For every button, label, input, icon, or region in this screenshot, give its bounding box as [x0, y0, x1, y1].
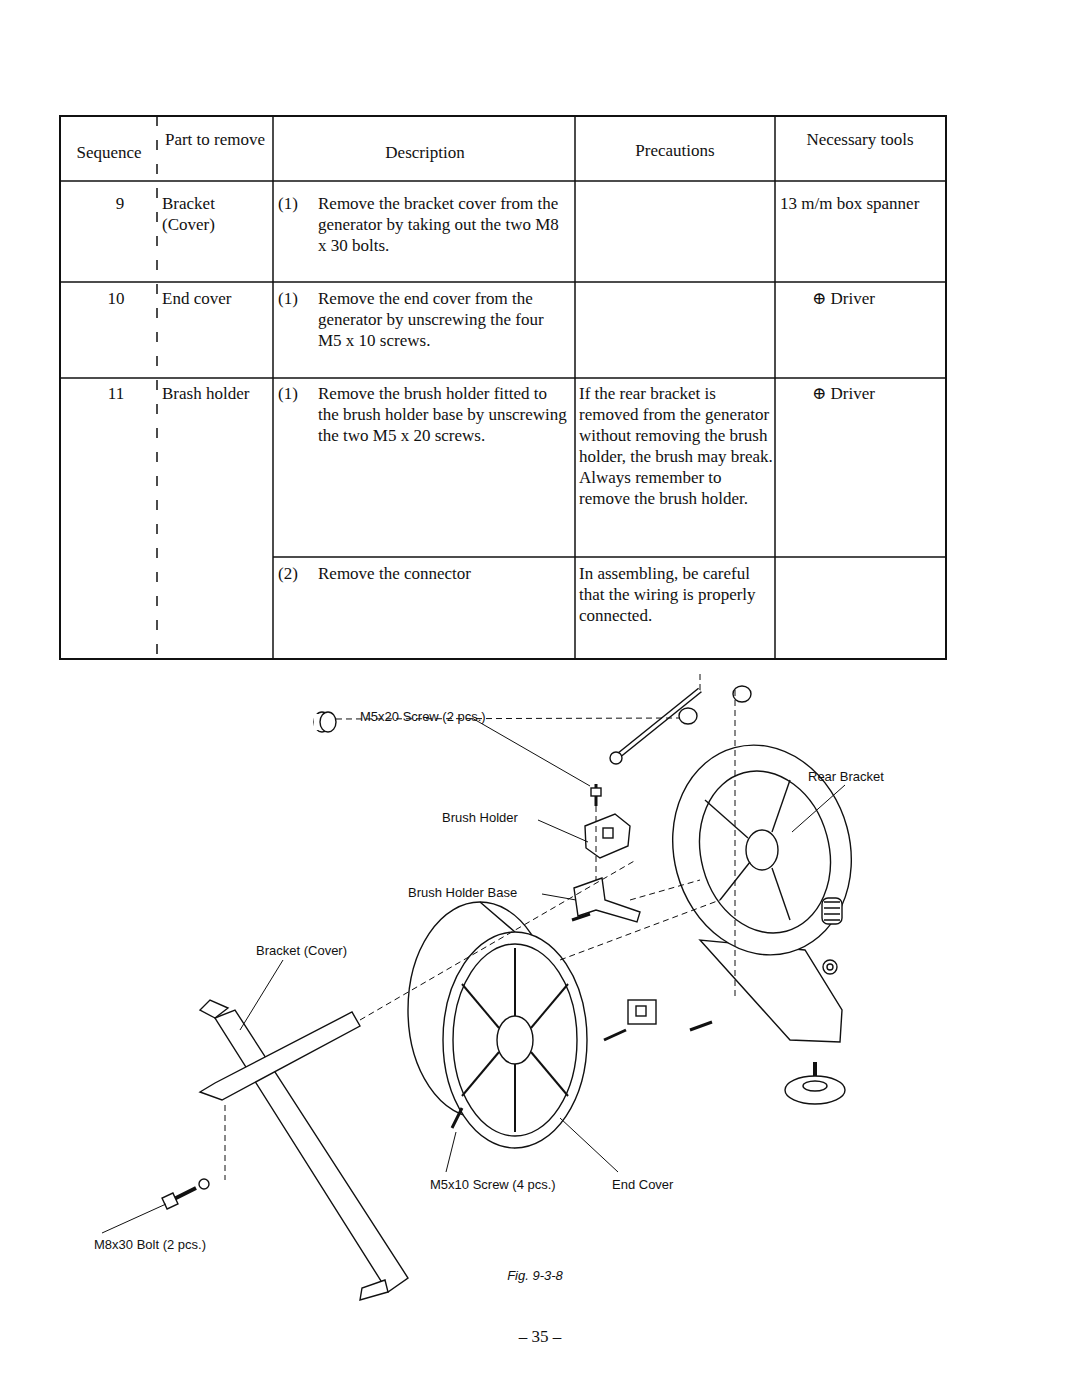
table-header: Part to remove	[162, 129, 268, 150]
part-label: M8x30 Bolt (2 pcs.)	[94, 1237, 206, 1253]
table-header: Necessary tools	[790, 129, 930, 150]
page-number: – 35 –	[500, 1326, 580, 1347]
sequence-number: 9	[100, 193, 140, 214]
step-number: (2)	[278, 563, 314, 584]
table-header: Description	[300, 142, 550, 163]
part-label: Bracket (Cover)	[256, 943, 347, 959]
part-label: Rear Bracket	[808, 769, 884, 785]
description-cell: Remove the brush holder fitted to the br…	[318, 383, 570, 446]
step-number: (1)	[278, 383, 314, 404]
description-cell: Remove the end cover from the generator …	[318, 288, 570, 351]
precaution-cell: In assembling, be careful that the wirin…	[579, 563, 769, 626]
part-name: End cover	[162, 288, 270, 309]
sequence-number: 10	[96, 288, 136, 309]
part-label: End Cover	[612, 1177, 673, 1193]
part-name: Brash holder	[162, 383, 272, 404]
part-label: Brush Holder Base	[408, 885, 517, 901]
step-number: (1)	[278, 193, 314, 214]
tool-cell: 13 m/m box spanner	[780, 193, 940, 214]
tool-cell: ⊕ Driver	[812, 288, 942, 309]
part-label: Brush Holder	[442, 810, 518, 826]
tool-cell: ⊕ Driver	[812, 383, 942, 404]
part-name: Bracket (Cover)	[162, 193, 262, 235]
table-header: Sequence	[64, 142, 154, 163]
description-cell: Remove the bracket cover from the genera…	[318, 193, 570, 256]
part-label: M5x20 Screw (2 pcs.)	[360, 709, 486, 725]
figure-caption: Fig. 9-3-8	[480, 1268, 590, 1284]
step-number: (1)	[278, 288, 314, 309]
precaution-cell: If the rear bracket is removed from the …	[579, 383, 773, 509]
description-cell: Remove the connector	[318, 563, 570, 584]
part-label: M5x10 Screw (4 pcs.)	[430, 1177, 556, 1193]
sequence-number: 11	[96, 383, 136, 404]
table-header: Precautions	[580, 140, 770, 161]
